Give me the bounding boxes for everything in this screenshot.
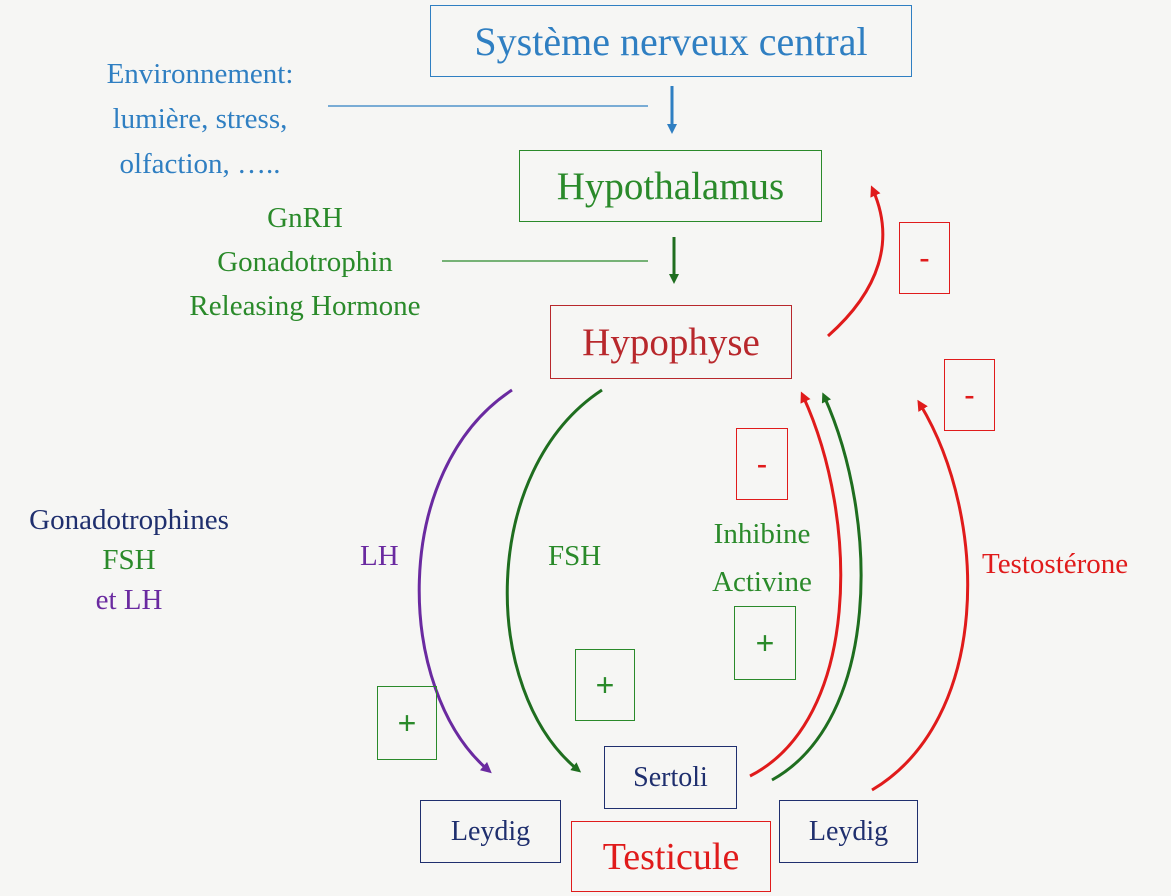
gonadotrophines-line-2: FSH <box>102 544 156 576</box>
inhibine-activine-label: Inhibine Activine <box>692 510 832 606</box>
inhibine-label: Inhibine <box>713 518 811 550</box>
gnrh-line-2: Gonadotrophin <box>217 246 393 278</box>
sertoli-box: Sertoli <box>604 746 737 809</box>
gonadotrophines-line-1: Gonadotrophines <box>29 504 229 536</box>
gonadotrophines-line-3: et LH <box>95 584 163 616</box>
fsh-arrow <box>505 388 603 773</box>
plus-sign-fsh: + <box>575 649 635 721</box>
environment-line-3: olfaction, ….. <box>119 148 281 180</box>
environment-line-1: Environnement: <box>106 58 294 90</box>
gnrh-line-3: Releasing Hormone <box>189 290 421 322</box>
fsh-label: FSH <box>548 540 602 572</box>
plus-sign-activine: + <box>734 606 796 680</box>
environment-line-2: lumière, stress, <box>112 103 288 135</box>
environment-text: Environnement: lumière, stress, olfactio… <box>60 52 340 187</box>
gnrh-line-1: GnRH <box>267 202 343 234</box>
hypophyse-to-hypothalamus-arrow <box>827 185 885 338</box>
testicule-box: Testicule <box>571 821 771 892</box>
lh-label: LH <box>360 540 399 572</box>
minus-sign-inhibine: - <box>736 428 788 500</box>
activine-label: Activine <box>712 566 812 598</box>
testosterone-arrow <box>871 399 970 792</box>
snc-box: Système nerveux central <box>430 5 912 77</box>
testosterone-label: Testostérone <box>982 548 1129 580</box>
gonadotrophines-text: Gonadotrophines FSH et LH <box>0 500 258 620</box>
activine-arrow <box>771 392 863 782</box>
plus-sign-lh: + <box>377 686 437 760</box>
hypothalamus-box: Hypothalamus <box>519 150 822 222</box>
inhibine-arrow <box>749 391 843 778</box>
leydig-right-box: Leydig <box>779 800 918 863</box>
gnrh-text: GnRH Gonadotrophin Releasing Hormone <box>150 196 460 328</box>
leydig-left-box: Leydig <box>420 800 561 863</box>
hypophyse-box: Hypophyse <box>550 305 792 379</box>
lh-arrow <box>417 388 513 774</box>
minus-sign-testosterone: - <box>944 359 995 431</box>
minus-sign-hypothalamus: - <box>899 222 950 294</box>
